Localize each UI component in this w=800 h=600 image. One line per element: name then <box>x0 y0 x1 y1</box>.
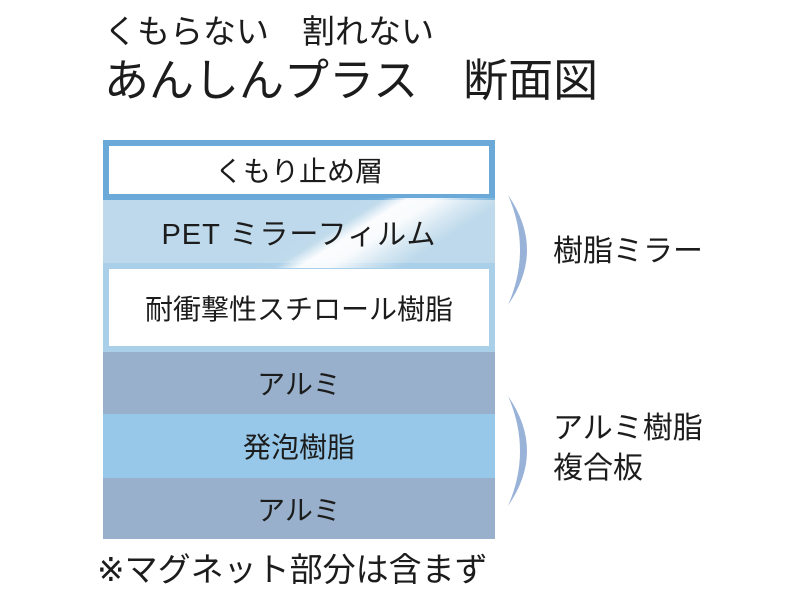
annotation-aluminum-resin-composite-line2: 複合板 <box>553 451 643 485</box>
header-subtitle: くもらない 割れない <box>104 13 434 50</box>
footnote: ※マグネット部分は含まず <box>97 551 488 588</box>
bracket-aluminum-composite-curve <box>508 396 527 506</box>
layer-impact-resistant-styrene: 耐衝撃性スチロール樹脂 <box>103 263 495 352</box>
layer-foam-resin-label: 発泡樹脂 <box>242 432 355 463</box>
layer-pet-mirror-film: PET ミラーフィルム <box>103 200 495 263</box>
page-title: あんしんプラス 断面図 <box>104 55 599 106</box>
cross-section-stack: くもり止め層 PET ミラーフィルム 耐衝撃性スチロール樹脂 アルミ 発泡樹脂 … <box>103 140 510 539</box>
layer-aluminum-bottom: アルミ <box>103 478 495 539</box>
layer-antifog: くもり止め層 <box>103 140 495 200</box>
layer-pet-mirror-film-label: PET ミラーフィルム <box>161 218 437 251</box>
annotation-aluminum-resin-composite: アルミ樹脂 複合板 <box>553 409 703 488</box>
bracket-aluminum-composite <box>508 396 527 506</box>
layer-antifog-label: くもり止め層 <box>214 156 383 187</box>
annotation-resin-mirror: 樹脂ミラー <box>553 235 703 268</box>
annotation-aluminum-resin-composite-line1: アルミ樹脂 <box>553 412 703 445</box>
layer-aluminum-top-label: アルミ <box>257 369 341 400</box>
layer-aluminum-bottom-label: アルミ <box>257 494 341 526</box>
layer-foam-resin: 発泡樹脂 <box>103 414 495 478</box>
layer-aluminum-top: アルミ <box>103 352 495 414</box>
layer-impact-resistant-styrene-label: 耐衝撃性スチロール樹脂 <box>144 293 453 325</box>
bracket-resin-mirror-curve <box>508 195 527 305</box>
bracket-resin-mirror <box>508 195 527 305</box>
